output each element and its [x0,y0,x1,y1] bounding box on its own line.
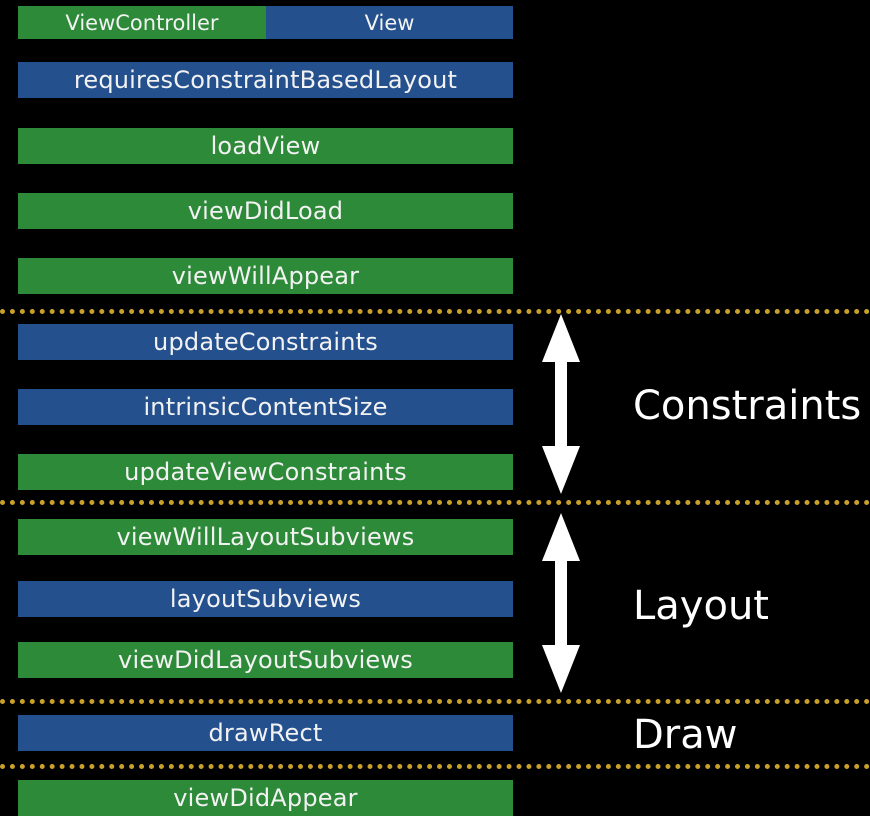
section-label-constraints: Constraints [633,386,861,426]
method-label: drawRect [208,719,323,747]
layout-double-arrow-icon [542,513,580,693]
section-label-layout: Layout [633,586,769,626]
method-label: requiresConstraintBasedLayout [73,66,458,94]
method-view-did-appear: viewDidAppear [18,780,513,816]
method-update-view-constraints: updateViewConstraints [18,454,513,490]
method-view-will-appear: viewWillAppear [18,258,513,294]
method-label: layoutSubviews [169,585,362,613]
method-view-will-layout-subviews: viewWillLayoutSubviews [18,519,513,555]
legend-view-controller-label: ViewController [65,10,219,35]
legend-view-label: View [364,10,415,35]
method-requires-constraint-based-layout: requiresConstraintBasedLayout [18,62,513,98]
method-intrinsic-content-size: intrinsicContentSize [18,389,513,425]
method-update-constraints: updateConstraints [18,324,513,360]
divider-constraints-start [0,309,870,314]
constraints-double-arrow-icon [542,314,580,494]
method-label: viewDidAppear [173,784,358,812]
method-load-view: loadView [18,128,513,164]
method-view-did-load: viewDidLoad [18,193,513,229]
method-label: viewDidLoad [187,197,344,225]
method-layout-subviews: layoutSubviews [18,581,513,617]
divider-layout-start [0,500,870,505]
method-label: intrinsicContentSize [143,393,388,421]
section-label-draw-text: Draw [633,712,738,758]
legend-view: View [266,6,513,39]
method-label: viewWillAppear [171,262,360,290]
method-label: viewWillLayoutSubviews [116,523,415,551]
section-label-draw: Draw [633,715,737,755]
method-label: updateConstraints [153,328,378,356]
divider-draw-end [0,764,870,769]
section-label-layout-text: Layout [633,583,769,629]
method-label: loadView [210,132,321,160]
section-label-constraints-text: Constraints [633,383,862,429]
legend-view-controller: ViewController [18,6,266,39]
method-view-did-layout-subviews: viewDidLayoutSubviews [18,642,513,678]
method-label: updateViewConstraints [124,458,407,486]
method-draw-rect: drawRect [18,715,513,751]
method-label: viewDidLayoutSubviews [118,646,413,674]
divider-draw-start [0,699,870,704]
